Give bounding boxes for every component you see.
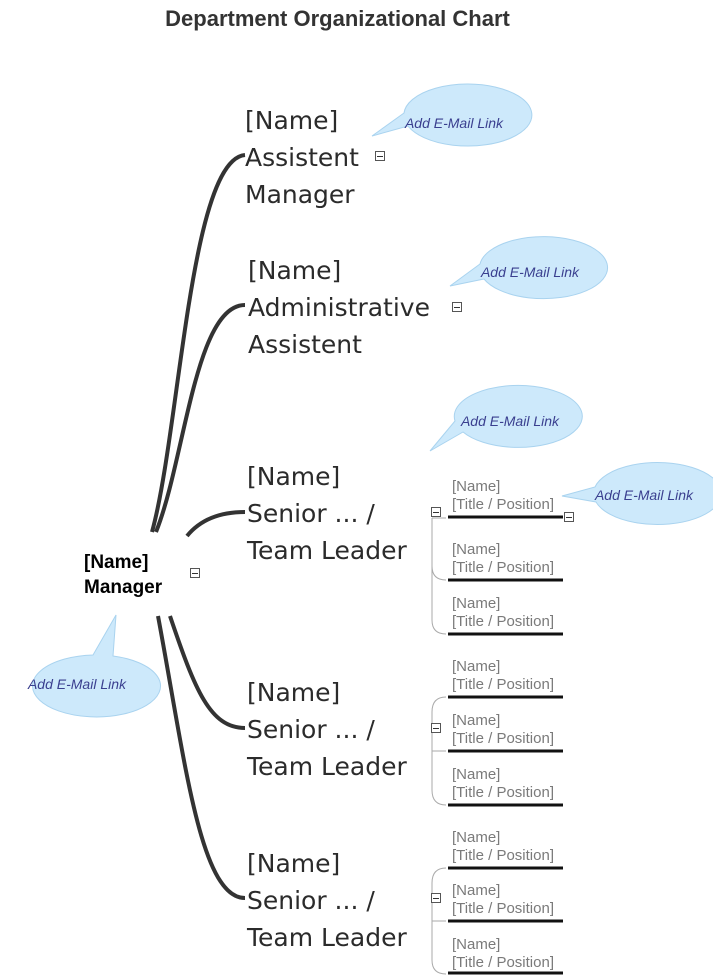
manager-collapse-toggle[interactable] [190, 568, 200, 578]
sub-node[interactable]: [Name] [Title / Position] [452, 936, 554, 972]
branch-title-line: Assistent [248, 330, 362, 359]
sub-node-name: [Name] [452, 658, 501, 675]
branch-node-assistant-manager[interactable]: [Name] Assistent Manager [245, 102, 359, 213]
branch-name: [Name] [247, 849, 341, 878]
sub-node-title: [Title / Position] [452, 784, 554, 801]
branch-title-line: Administrative [248, 293, 430, 322]
branch-name: [Name] [248, 256, 342, 285]
email-bubble-sub-3-1-shape[interactable] [561, 462, 713, 525]
connector-sub-4-3 [431, 751, 447, 806]
connector-sub-5-1 [431, 867, 447, 898]
branch-3-email-link[interactable]: Add E-Mail Link [460, 413, 560, 429]
branch-title-line: Assistent [245, 143, 359, 172]
sub-node[interactable]: [Name] [Title / Position] [452, 595, 554, 631]
branch-node-team-leader-1[interactable]: [Name] Senior ... / Team Leader [247, 458, 407, 569]
connector-sub-3-2 [431, 518, 447, 581]
sub-node-name: [Name] [452, 595, 501, 612]
sub-node-name: [Name] [452, 936, 501, 953]
sub-node-title: [Title / Position] [452, 496, 554, 513]
sub-node-title: [Title / Position] [452, 900, 554, 917]
branch-name: [Name] [247, 462, 341, 491]
branch-title-line: Team Leader [247, 923, 407, 952]
sub-node[interactable]: [Name] [Title / Position] [452, 766, 554, 802]
branch-title-line: Senior ... / [247, 715, 375, 744]
manager-name: [Name] [84, 552, 149, 573]
branch-title-line: Team Leader [247, 536, 407, 565]
sub-node-title: [Title / Position] [452, 613, 554, 630]
manager-node[interactable]: [Name] Manager [84, 550, 162, 600]
branch-node-team-leader-3[interactable]: [Name] Senior ... / Team Leader [247, 845, 407, 956]
sub-node-email-link[interactable]: Add E-Mail Link [594, 487, 694, 503]
email-bubble-branch-2-shape[interactable] [449, 236, 609, 300]
sub-node-name: [Name] [452, 882, 501, 899]
branch-5-collapse-toggle[interactable] [431, 893, 441, 903]
connector-sub-5-3 [431, 921, 447, 975]
connector-sub-4-1 [431, 696, 447, 728]
sub-node-title: [Title / Position] [452, 954, 554, 971]
manager-title: Manager [84, 577, 163, 598]
connector-branch-2 [154, 303, 246, 533]
sub-node-name: [Name] [452, 478, 501, 495]
branch-1-email-link[interactable]: Add E-Mail Link [404, 115, 504, 131]
manager-email-link[interactable]: Add E-Mail Link [27, 676, 127, 692]
branch-title-line: Manager [245, 180, 355, 209]
sub-node-name: [Name] [452, 829, 501, 846]
branch-1-collapse-toggle[interactable] [375, 151, 385, 161]
branch-name: [Name] [247, 678, 341, 707]
email-bubble-branch-1-shape[interactable] [371, 83, 533, 147]
connector-branch-5 [156, 615, 246, 900]
connector-branch-4 [168, 615, 246, 730]
sub-node[interactable]: [Name] [Title / Position] [452, 882, 554, 918]
sub-node[interactable]: [Name] [Title / Position] [452, 541, 554, 577]
branch-3-collapse-toggle[interactable] [431, 507, 441, 517]
sub-node-name: [Name] [452, 541, 501, 558]
sub-node-collapse-toggle[interactable] [564, 512, 574, 522]
branch-node-team-leader-2[interactable]: [Name] Senior ... / Team Leader [247, 674, 407, 785]
email-bubble-branch-3-shape[interactable] [429, 384, 583, 452]
sub-node-title: [Title / Position] [452, 559, 554, 576]
branch-node-administrative-assistant[interactable]: [Name] Administrative Assistent [248, 252, 430, 363]
connector-branch-1 [150, 153, 246, 533]
sub-node-name: [Name] [452, 712, 501, 729]
branch-title-line: Team Leader [247, 752, 407, 781]
sub-node[interactable]: [Name] [Title / Position] [452, 712, 554, 748]
sub-node-title: [Title / Position] [452, 847, 554, 864]
email-bubble-root-shape[interactable] [32, 614, 161, 718]
sub-node[interactable]: [Name] [Title / Position] [452, 658, 554, 694]
branch-2-collapse-toggle[interactable] [452, 302, 462, 312]
branch-4-collapse-toggle[interactable] [431, 723, 441, 733]
sub-node[interactable]: [Name] [Title / Position] [452, 829, 554, 865]
branch-title-line: Senior ... / [247, 499, 375, 528]
branch-2-email-link[interactable]: Add E-Mail Link [480, 264, 580, 280]
branch-title-line: Senior ... / [247, 886, 375, 915]
sub-node-title: [Title / Position] [452, 730, 554, 747]
sub-node-title: [Title / Position] [452, 676, 554, 693]
connector-branch-3 [185, 510, 246, 538]
sub-node[interactable]: [Name] [Title / Position] [452, 478, 554, 514]
chart-title: Department Organizational Chart [165, 6, 510, 31]
sub-node-name: [Name] [452, 766, 501, 783]
connector-sub-3-3 [431, 566, 447, 635]
branch-name: [Name] [245, 106, 339, 135]
